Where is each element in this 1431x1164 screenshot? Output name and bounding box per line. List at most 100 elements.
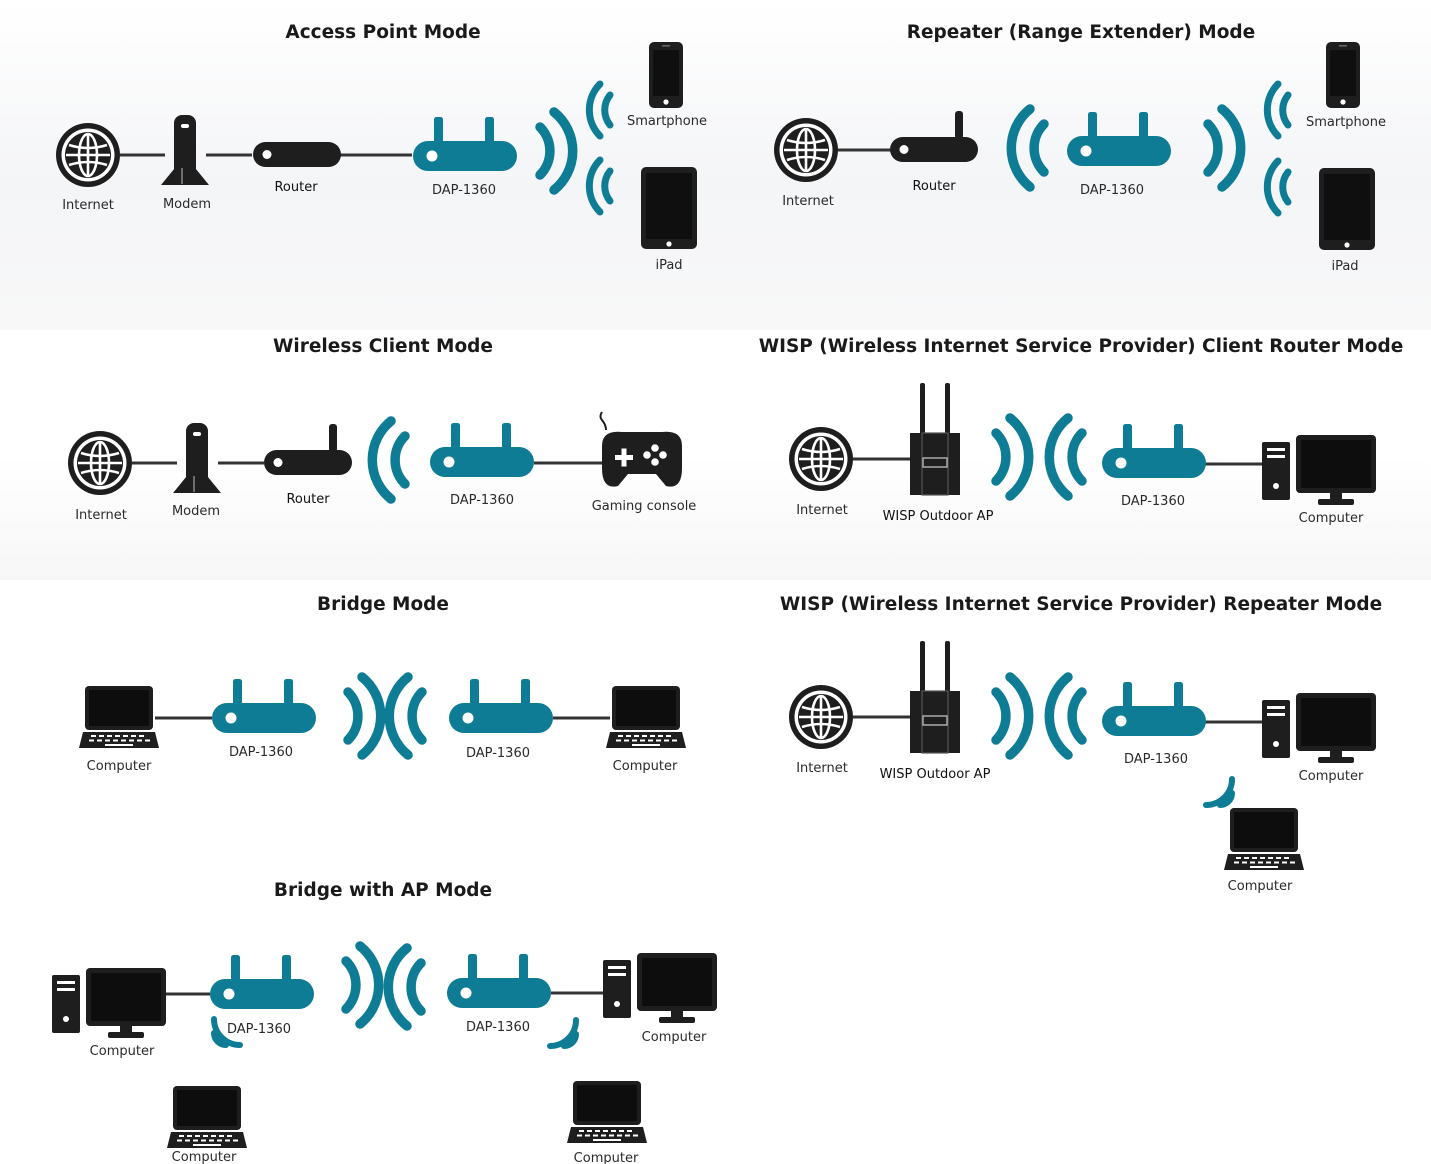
internet-globe-icon — [66, 429, 134, 497]
computer-label: Computer — [1299, 511, 1364, 526]
wireless-signal-icon — [1011, 109, 1044, 187]
wisp-outdoor-ap-label: WISP Outdoor AP — [880, 767, 991, 782]
wisp-outdoor-ap-icon — [909, 640, 961, 754]
dap-label: DAP-1360 — [432, 183, 496, 198]
wireless-signal-icon — [1049, 677, 1082, 755]
dap-1360-icon — [1102, 424, 1206, 478]
router-label: Router — [286, 492, 330, 507]
wisp-outdoor-ap-icon — [909, 382, 961, 496]
laptop-label: Computer — [172, 1150, 237, 1164]
modem-icon — [172, 422, 222, 494]
wireless-signal-icon — [540, 112, 573, 190]
wireless-signal-icon — [1206, 779, 1232, 805]
computer-label: Computer — [87, 759, 152, 774]
dap-label: DAP-1360 — [1080, 183, 1144, 198]
ipad-icon — [1319, 168, 1375, 250]
section-title: Bridge Mode — [317, 594, 449, 615]
wireless-signal-icon — [996, 418, 1029, 496]
router-label: Router — [912, 179, 956, 194]
laptop-icon — [167, 1086, 247, 1148]
wireless-signal-icon — [348, 677, 381, 755]
computer-icon — [52, 968, 166, 1038]
dap-label: DAP-1360 — [466, 1020, 530, 1035]
wireless-signal-icon — [1208, 109, 1241, 187]
modem-label: Modem — [163, 197, 211, 212]
laptop-icon — [1224, 808, 1304, 870]
section-title: WISP (Wireless Internet Service Provider… — [780, 594, 1382, 615]
modem-icon — [160, 114, 210, 186]
internet-globe-icon — [54, 121, 122, 189]
section-title: Wireless Client Mode — [273, 336, 493, 357]
internet-globe-icon — [787, 425, 855, 493]
section-access-point-mode: Access Point Mode Internet Modem Router … — [54, 22, 707, 273]
wireless-signal-icon — [346, 946, 379, 1024]
section-title: Repeater (Range Extender) Mode — [907, 22, 1255, 43]
computer-icon — [603, 953, 717, 1023]
section-wisp-repeater-mode: WISP (Wireless Internet Service Provider… — [780, 594, 1382, 894]
wireless-signal-icon — [996, 677, 1029, 755]
dap-1360-icon — [447, 954, 551, 1008]
internet-label: Internet — [796, 503, 848, 518]
laptop-icon — [606, 686, 686, 748]
dap-1360-icon — [1067, 112, 1171, 166]
dap-label: DAP-1360 — [1124, 752, 1188, 767]
laptop-label: Computer — [1228, 879, 1293, 894]
section-title: Bridge with AP Mode — [274, 880, 492, 901]
section-band-top — [0, 0, 1431, 330]
wireless-signal-icon — [589, 84, 610, 136]
computer-icon — [1262, 435, 1376, 505]
section-band-bottom — [0, 580, 1431, 1164]
dap-1360-icon — [212, 679, 316, 733]
wireless-signal-icon — [1267, 84, 1288, 136]
dap-1360-icon — [210, 955, 314, 1009]
laptop-label: Computer — [574, 1151, 639, 1164]
internet-label: Internet — [75, 508, 127, 523]
computer-label: Computer — [642, 1030, 707, 1045]
dap-1360-icon — [1102, 682, 1206, 736]
modem-label: Modem — [172, 504, 220, 519]
dap-label: DAP-1360 — [227, 1022, 291, 1037]
dap-label: DAP-1360 — [1121, 494, 1185, 509]
computer-icon — [1262, 693, 1376, 763]
internet-globe-icon — [772, 116, 840, 184]
wireless-signal-icon — [1049, 418, 1082, 496]
router-icon — [253, 142, 341, 167]
wireless-signal-icon — [389, 677, 422, 755]
ipad-label: iPad — [655, 258, 682, 273]
computer-label: Computer — [90, 1044, 155, 1059]
computer-label: Computer — [613, 759, 678, 774]
section-title: Access Point Mode — [285, 22, 480, 43]
ipad-label: iPad — [1331, 259, 1358, 274]
dap-1360-icon — [413, 117, 517, 171]
internet-label: Internet — [62, 198, 114, 213]
dap-1360-icon — [430, 423, 534, 477]
wireless-signal-icon — [388, 948, 421, 1026]
section-wisp-client-router-mode: WISP (Wireless Internet Service Provider… — [759, 336, 1404, 526]
wireless-signal-icon — [589, 160, 610, 212]
section-title: WISP (Wireless Internet Service Provider… — [759, 336, 1404, 357]
laptop-icon — [79, 686, 159, 748]
gaming-console-icon — [599, 411, 683, 488]
dap-1360-icon — [449, 679, 553, 733]
ipad-icon — [641, 167, 697, 249]
wisp-outdoor-ap-label: WISP Outdoor AP — [883, 509, 994, 524]
dap-label: DAP-1360 — [450, 493, 514, 508]
internet-label: Internet — [782, 194, 834, 209]
wireless-signal-icon — [550, 1020, 576, 1046]
section-wireless-client-mode: Wireless Client Mode Internet Modem Rout… — [66, 336, 697, 523]
smartphone-icon — [1326, 42, 1360, 108]
section-bridge-mode: Bridge Mode Computer DAP-1360 DAP-1360 C… — [79, 594, 686, 774]
smartphone-label: Smartphone — [627, 114, 707, 129]
smartphone-label: Smartphone — [1306, 115, 1386, 130]
section-repeater-mode: Repeater (Range Extender) Mode Internet … — [772, 22, 1386, 274]
gaming-console-label: Gaming console — [592, 499, 697, 514]
wireless-signal-icon — [372, 421, 405, 499]
router-icon — [890, 111, 978, 162]
router-icon — [264, 424, 352, 475]
section-bridge-with-ap-mode: Bridge with AP Mode Computer DAP-1360 DA… — [52, 880, 717, 1164]
laptop-icon — [567, 1081, 647, 1143]
dap-label: DAP-1360 — [229, 745, 293, 760]
computer-label: Computer — [1299, 769, 1364, 784]
dap-label: DAP-1360 — [466, 746, 530, 761]
